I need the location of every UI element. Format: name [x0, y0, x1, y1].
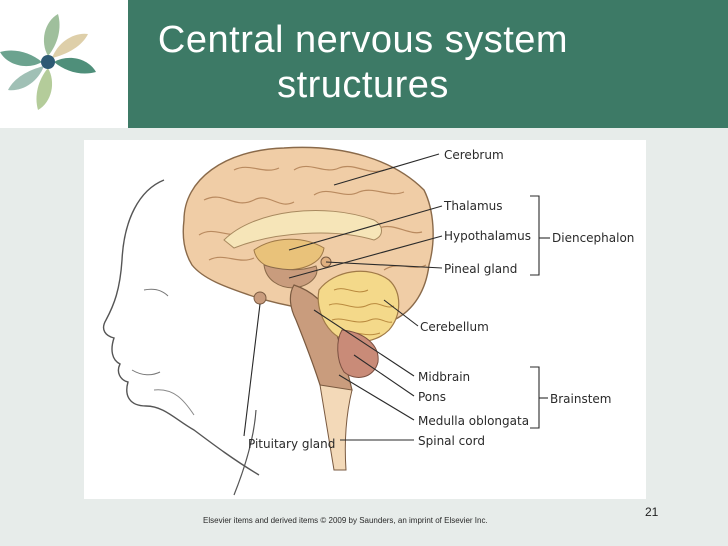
label-spinal-cord: Spinal cord — [418, 434, 485, 448]
pituitary-shape — [253, 291, 267, 305]
logo-panel — [0, 0, 128, 128]
label-pineal-gland: Pineal gland — [444, 262, 517, 276]
lip-line — [131, 369, 161, 376]
header-bar — [128, 0, 728, 128]
eye-line — [143, 288, 169, 297]
neck-outline — [233, 409, 257, 496]
page-number: 21 — [645, 505, 659, 519]
head-profile — [102, 179, 260, 476]
diencephalon-bracket — [530, 195, 540, 276]
pons-shape — [337, 329, 379, 378]
copyright-footer: Elsevier items and derived items © 2009 … — [203, 516, 488, 525]
flower-logo-icon — [0, 14, 96, 110]
label-diencephalon: Diencephalon — [552, 231, 634, 245]
label-cerebrum: Cerebrum — [444, 148, 504, 162]
label-medulla-oblongata: Medulla oblongata — [418, 414, 529, 428]
brain-diagram: Cerebrum Thalamus Hypothalamus Pineal gl… — [102, 146, 634, 496]
title-line-2: structures — [277, 64, 449, 106]
title-line-1: Central nervous system — [157, 19, 569, 61]
corpus-callosum — [223, 210, 382, 249]
label-midbrain: Midbrain — [418, 370, 470, 384]
label-cerebellum: Cerebellum — [420, 320, 489, 334]
brainstem-bracket — [530, 366, 540, 429]
label-pituitary-gland: Pituitary gland — [248, 437, 335, 451]
label-pons: Pons — [418, 390, 446, 404]
slide-title: Central nervous system structures — [128, 18, 598, 108]
leader-lines — [243, 153, 443, 441]
hypothalamus-shape — [263, 264, 318, 289]
chin-line — [153, 389, 195, 416]
label-thalamus: Thalamus — [443, 199, 503, 213]
label-brainstem: Brainstem — [550, 392, 612, 406]
label-hypothalamus: Hypothalamus — [444, 229, 531, 243]
spinal-cord-shape — [319, 384, 353, 471]
